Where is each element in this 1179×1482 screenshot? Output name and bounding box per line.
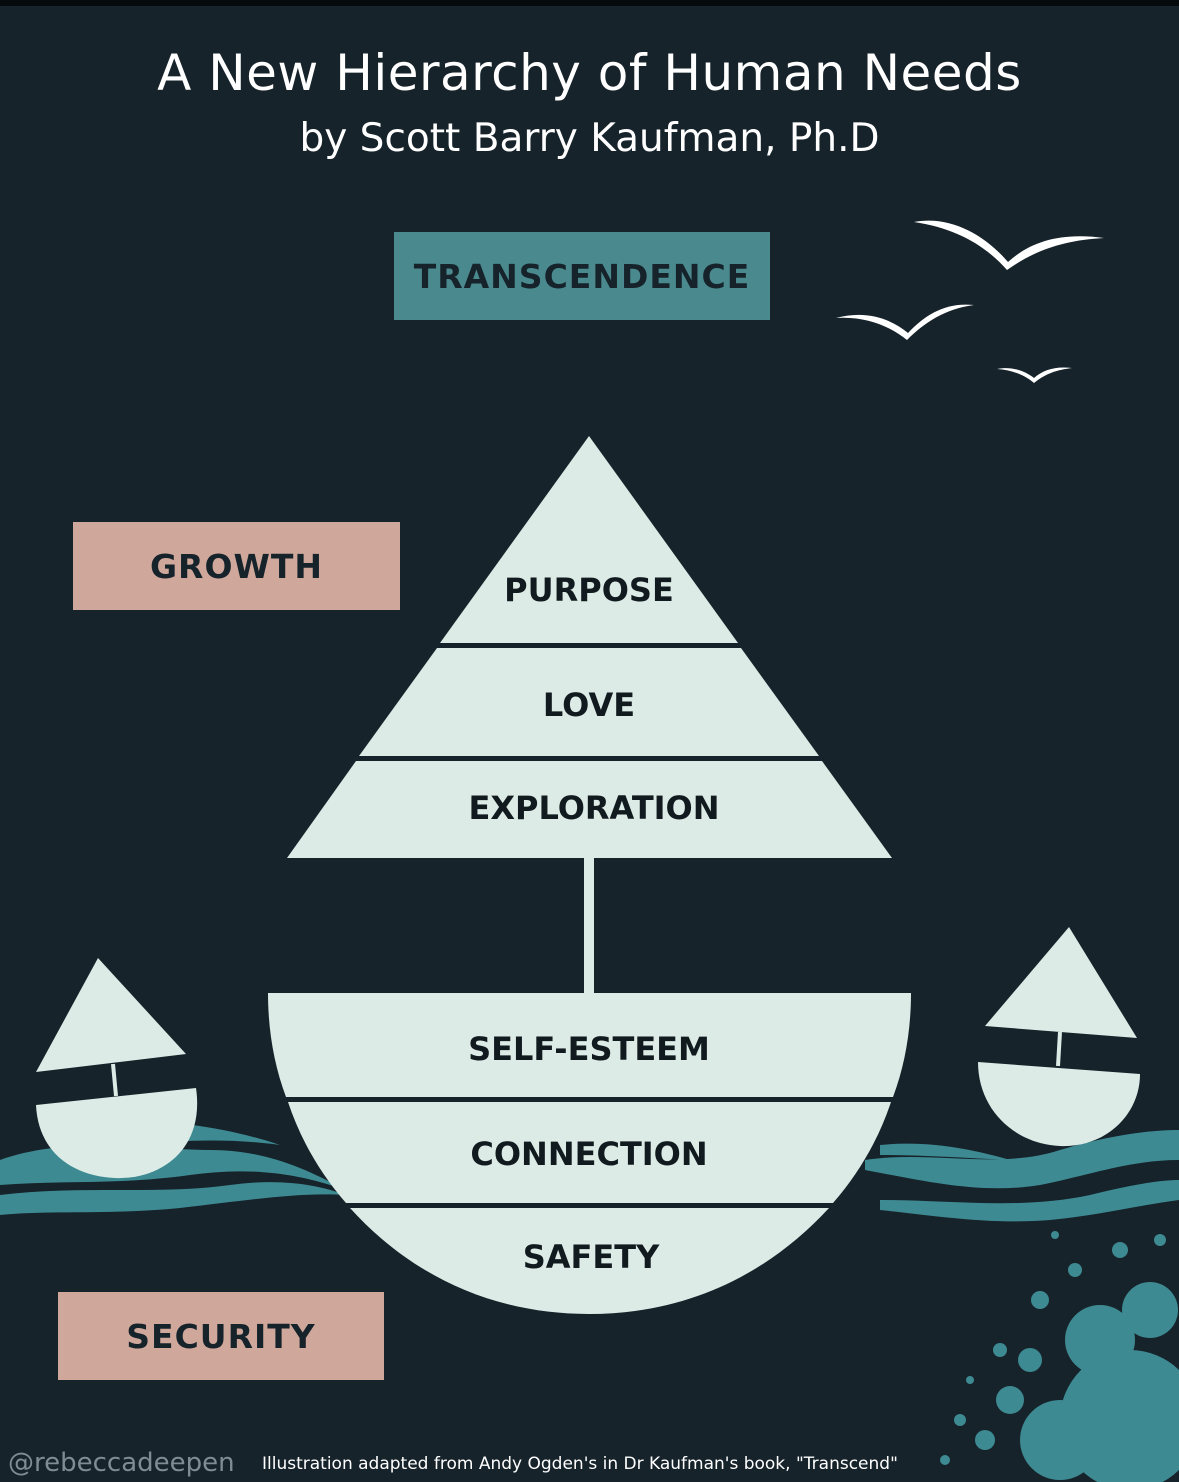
level-label-self-esteem: SELF-ESTEEM xyxy=(468,1030,710,1068)
sailboat-icon xyxy=(36,958,198,1179)
level-label-exploration: EXPLORATION xyxy=(468,789,719,827)
transcendence-label: TRANSCENDENCE xyxy=(394,232,770,320)
sail-segment-purpose xyxy=(440,436,738,643)
hull-segment-self-esteem xyxy=(268,993,911,1097)
page-title: A New Hierarchy of Human Needs xyxy=(157,44,1022,102)
splash-icon xyxy=(940,1231,1179,1482)
top-bar xyxy=(0,0,1179,6)
sailboat-icon xyxy=(978,927,1140,1147)
level-label-love: LOVE xyxy=(543,686,635,724)
growth-label: GROWTH xyxy=(73,522,400,610)
security-label: SECURITY xyxy=(58,1292,384,1380)
author-handle: @rebeccadeepen xyxy=(8,1448,235,1478)
illustration-credit: Illustration adapted from Andy Ogden's i… xyxy=(262,1454,898,1474)
hull-segment-connection xyxy=(288,1102,891,1203)
hull-segment-safety xyxy=(350,1208,829,1314)
sail-segment-exploration xyxy=(287,761,892,858)
level-label-purpose: PURPOSE xyxy=(504,571,674,609)
bird-icon xyxy=(914,220,1104,270)
level-label-connection: CONNECTION xyxy=(470,1135,707,1173)
bird-icon xyxy=(836,304,974,340)
page-subtitle: by Scott Barry Kaufman, Ph.D xyxy=(299,116,880,161)
wave-icon xyxy=(865,1130,1179,1222)
bird-icon xyxy=(997,367,1072,383)
mast xyxy=(584,858,594,996)
level-label-safety: SAFETY xyxy=(523,1238,660,1276)
sail-segment-love xyxy=(359,648,819,756)
